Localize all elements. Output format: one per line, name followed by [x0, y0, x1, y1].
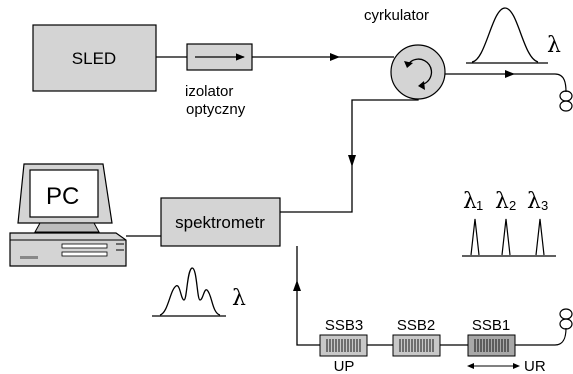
optical-isolator: izolator optyczny — [185, 43, 253, 118]
ssb1-label: SSB1 — [472, 317, 510, 334]
lambda1-subscript: 1 — [476, 198, 483, 213]
fiber-arrow-icon — [330, 53, 340, 61]
sled-source: SLED — [32, 24, 157, 92]
fiber-down-arrow-icon — [348, 155, 356, 167]
grating-ssb1: SSB1 UR — [467, 317, 546, 374]
pc-screen — [29, 169, 99, 218]
pc-label: PC — [46, 183, 79, 210]
pc: PC — [9, 163, 127, 267]
fiber-circulator-spectrometer — [280, 99, 419, 213]
fiber-out-arrow-icon — [505, 70, 515, 78]
spectrometer: spektrometr — [160, 197, 281, 247]
reflection-peaks: λ 1 λ 2 λ 3 — [462, 189, 556, 257]
circulator-rotation-arrowhead-icon — [418, 81, 425, 90]
isolator-label-line2: optyczny — [186, 101, 246, 118]
up-label: UP — [334, 358, 355, 374]
grating-ssb2: SSB2 — [392, 317, 441, 357]
isolator-label-line1: izolator — [185, 83, 233, 100]
lambda3-subscript: 3 — [541, 198, 548, 213]
source-spectrum: λ — [466, 7, 561, 64]
fiber-coil-bottom — [554, 308, 573, 346]
lambda2-subscript: 2 — [509, 198, 516, 213]
fiber-coil-top — [554, 73, 573, 112]
sled-label: SLED — [72, 49, 116, 68]
circulator-rotation-tail-icon — [404, 61, 413, 68]
lambda-source: λ — [547, 33, 561, 58]
circulator-rotation-icon — [406, 58, 433, 86]
fiber-up-arrow-icon — [293, 280, 301, 291]
ssb3-label: SSB3 — [325, 317, 363, 334]
ssb2-label: SSB2 — [397, 317, 435, 334]
lambda2-symbol: λ — [495, 189, 509, 214]
grating-ssb3: SSB3 UP — [319, 317, 368, 374]
lambda1-symbol: λ — [463, 189, 477, 214]
lambda3-symbol: λ — [527, 189, 541, 214]
circulator-label: cyrkulator — [364, 7, 429, 24]
spectrometer-label: spektrometr — [175, 213, 265, 232]
ur-label: UR — [524, 358, 546, 374]
lambda-measured: λ — [232, 286, 246, 311]
measured-spectrum: λ — [152, 267, 246, 317]
circulator: cyrkulator — [364, 7, 446, 100]
